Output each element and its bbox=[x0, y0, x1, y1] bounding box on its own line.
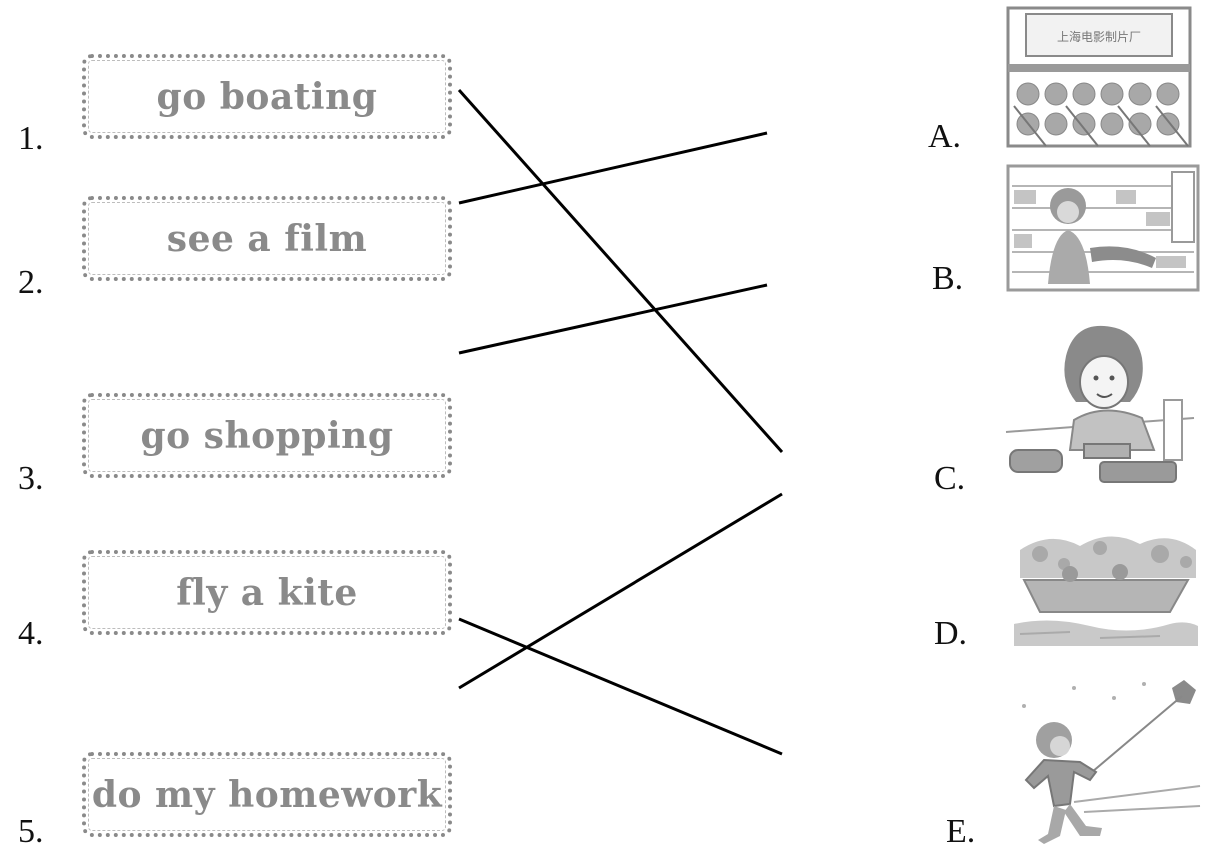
phrase-box-3[interactable]: go shopping bbox=[82, 393, 452, 478]
phrase-label: do my homework bbox=[91, 773, 443, 816]
picture-letter-c: C. bbox=[934, 460, 966, 497]
match-line bbox=[458, 492, 783, 690]
match-line bbox=[458, 131, 768, 205]
phrase-box-1[interactable]: go boating bbox=[82, 54, 452, 139]
picture-letter-e: E. bbox=[946, 813, 976, 850]
phrase-label: go boating bbox=[156, 75, 378, 118]
picture-letter-d: D. bbox=[934, 615, 968, 652]
item-number-4: 4. bbox=[18, 615, 44, 652]
cinema-sign-text: 上海电影制片厂 bbox=[1057, 29, 1141, 44]
shop-icon bbox=[1006, 164, 1200, 292]
phrase-box-4[interactable]: fly a kite bbox=[82, 550, 452, 635]
item-number-3: 3. bbox=[18, 460, 44, 497]
phrase-label: see a film bbox=[166, 217, 368, 260]
cinema-icon: 上海电影制片厂 bbox=[1006, 6, 1192, 148]
item-number-2: 2. bbox=[18, 264, 44, 301]
kite-boy-icon bbox=[1022, 680, 1201, 844]
match-line bbox=[458, 617, 783, 756]
item-number-1: 1. bbox=[18, 120, 44, 157]
phrase-label: fly a kite bbox=[176, 571, 358, 614]
item-number-5: 5. bbox=[18, 813, 44, 850]
boat-icon bbox=[1014, 536, 1198, 646]
phrase-box-5[interactable]: do my homework bbox=[82, 752, 452, 837]
picture-letter-a: A. bbox=[928, 118, 962, 155]
picture-letter-b: B. bbox=[932, 260, 964, 297]
match-line bbox=[458, 283, 768, 355]
phrase-box-2[interactable]: see a film bbox=[82, 196, 452, 281]
match-line bbox=[457, 89, 784, 453]
phrase-label: go shopping bbox=[140, 414, 394, 457]
homework-girl-icon bbox=[1005, 325, 1195, 483]
